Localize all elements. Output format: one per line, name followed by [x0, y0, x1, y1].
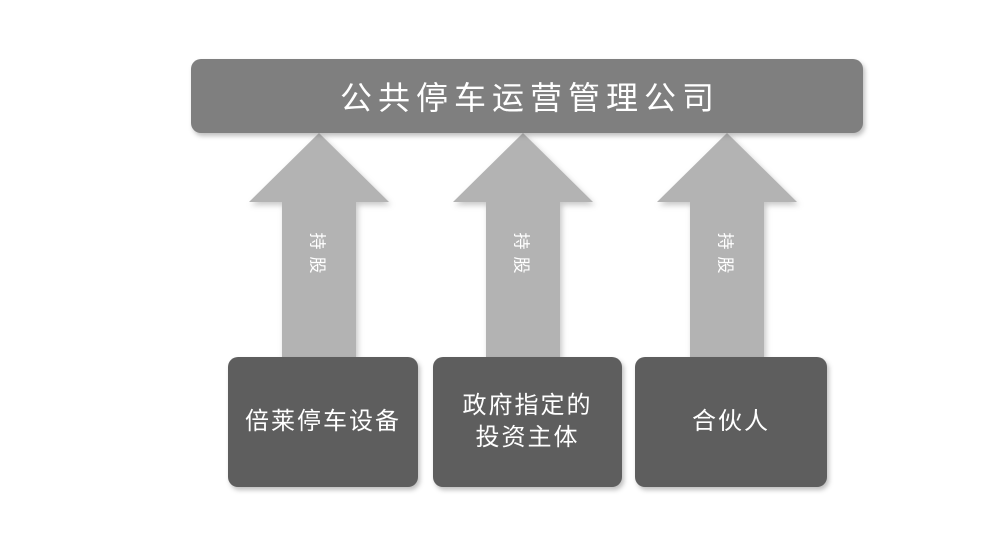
up-arrow-icon	[249, 133, 389, 357]
shareholder-label: 政府指定的 投资主体	[462, 391, 593, 451]
up-arrow-icon	[657, 133, 797, 357]
shareholding-arrow-1: 持股	[249, 133, 389, 357]
shareholding-arrow-label: 持股	[511, 232, 531, 281]
shareholder-box-beilai: 倍莱停车设备	[228, 357, 418, 487]
shareholder-box-partner: 合伙人	[635, 357, 827, 487]
up-arrow-icon	[453, 133, 593, 357]
shareholder-box-government-investor: 政府指定的 投资主体	[433, 357, 622, 487]
shareholder-label: 合伙人	[692, 407, 770, 435]
shareholding-arrow-2: 持股	[453, 133, 593, 357]
shareholding-arrow-label: 持股	[307, 232, 327, 281]
parent-company-label: 公共停车运营管理公司	[339, 80, 720, 116]
shareholding-arrow-label: 持股	[715, 232, 735, 281]
shareholder-label: 倍莱停车设备	[245, 407, 401, 435]
parent-company-box: 公共停车运营管理公司	[191, 59, 863, 133]
shareholding-arrow-3: 持股	[657, 133, 797, 357]
